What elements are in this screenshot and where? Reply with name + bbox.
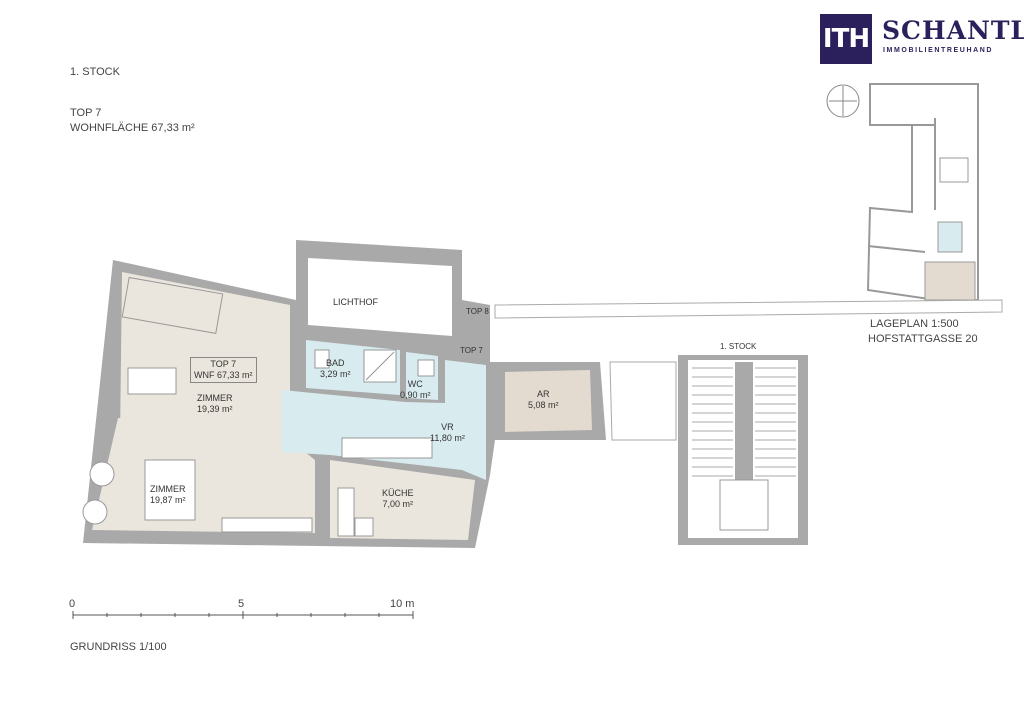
scale-bar <box>72 611 414 619</box>
room-name: ZIMMER <box>197 393 233 403</box>
dining-table-icon <box>127 367 177 395</box>
scale-tick-10: 10 m <box>390 598 415 610</box>
lichthof <box>308 258 452 336</box>
room-name: ZIMMER <box>150 484 186 494</box>
toilet-icon <box>417 359 435 377</box>
unit-tag-area: WNF 67,33 m² <box>194 370 253 380</box>
room-name: KÜCHE <box>382 488 414 498</box>
room-area: 11,80 m² <box>430 433 465 443</box>
unit-tag: TOP 7 WNF 67,33 m² <box>190 357 257 383</box>
room-vr <box>282 360 486 480</box>
room-name: WC <box>407 379 423 389</box>
apartment-walls <box>82 240 1003 548</box>
cabinet-icon <box>341 437 433 459</box>
logo-name: SCHANTL <box>882 16 1024 45</box>
room-name: AR <box>537 389 550 399</box>
armchair-icon <box>89 461 115 487</box>
site-plan-address: HOFSTATTGASSE 20 <box>868 333 978 345</box>
room-name: BAD <box>326 358 345 368</box>
label-lichthof: LICHTHOF <box>333 297 378 307</box>
room-area: 7,00 m² <box>382 499 414 509</box>
room-area: 19,87 m² <box>150 495 186 505</box>
stove-icon <box>354 517 374 537</box>
unit-label: TOP 7 <box>70 107 102 119</box>
label-top8: TOP 8 <box>466 307 489 316</box>
label-top7: TOP 7 <box>460 346 483 355</box>
scale-caption: GRUNDRISS 1/100 <box>70 641 167 653</box>
scale-tick-5: 5 <box>238 598 245 610</box>
scale-tick-0: 0 <box>69 598 76 610</box>
floor-label: 1. STOCK <box>70 66 120 78</box>
logo-subtitle: IMMOBILIENTREUHAND <box>883 47 994 54</box>
wardrobe-icon <box>221 517 313 533</box>
living-area-label: WOHNFLÄCHE 67,33 m² <box>70 122 195 134</box>
armchair-icon <box>82 499 108 525</box>
room-area: 0,90 m² <box>400 390 431 400</box>
room-ar <box>505 370 592 432</box>
site-plan-scale: LAGEPLAN 1:500 <box>870 318 959 330</box>
room-name: VR <box>441 422 454 432</box>
staircase <box>678 355 808 545</box>
room-zimmer-1 <box>120 272 290 440</box>
kitchen-counter-icon <box>337 487 355 537</box>
bed-icon <box>144 459 196 521</box>
room-area: 5,08 m² <box>528 400 559 410</box>
sink-icon <box>314 349 330 369</box>
logo-mark: ITH <box>820 14 872 64</box>
room-area: 19,39 m² <box>197 404 233 414</box>
north-arrow-icon <box>826 84 860 118</box>
site-plan <box>826 83 979 301</box>
unit-tag-name: TOP 7 <box>210 359 237 369</box>
sofa-icon <box>121 276 224 334</box>
room-area: 3,29 m² <box>320 369 351 379</box>
label-stair: 1. STOCK <box>720 342 757 351</box>
